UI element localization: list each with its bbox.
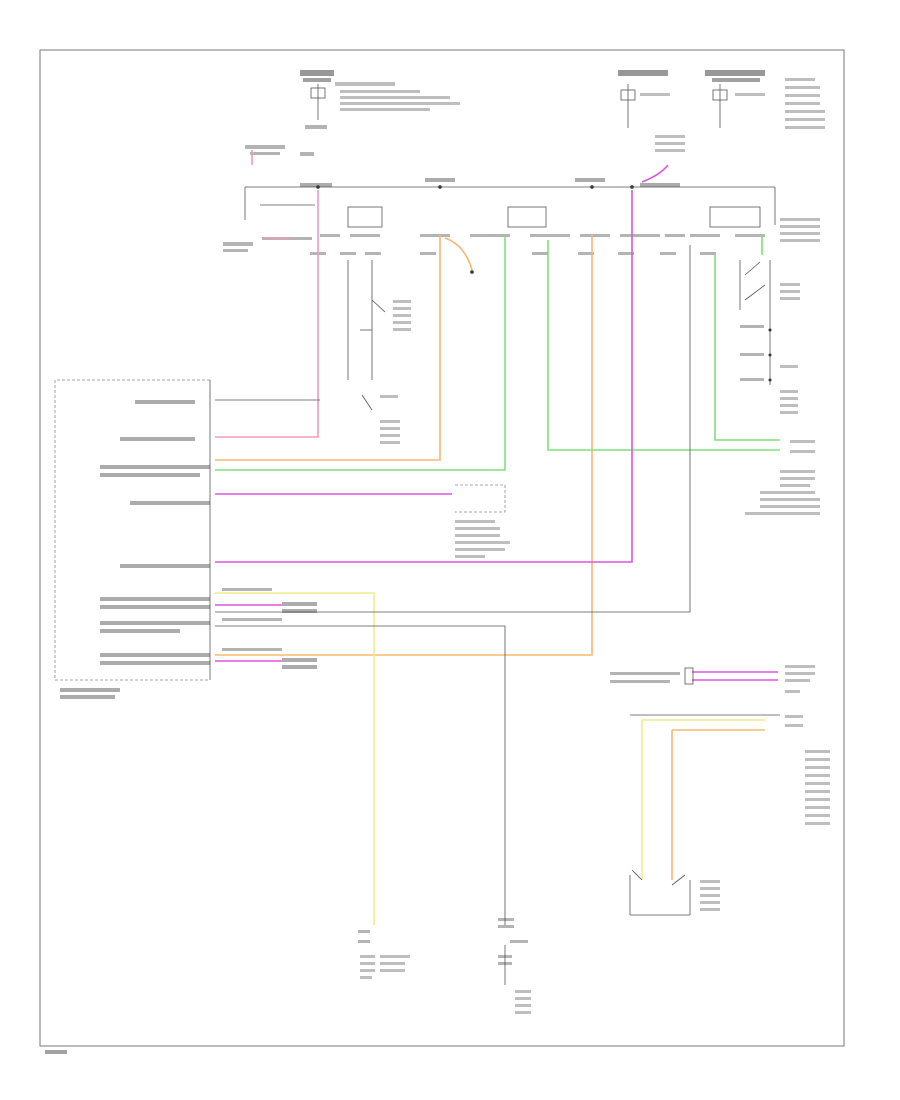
connector-row [223, 204, 765, 255]
wire-pink [215, 190, 319, 438]
diagram-frame [39, 49, 845, 1047]
wire-green-1 [215, 235, 506, 471]
wire-gray [215, 625, 506, 925]
seat-belt-connector [610, 665, 830, 825]
seat-switch-left [347, 260, 411, 444]
footer-mark [45, 1050, 67, 1054]
fuse-block-right [618, 70, 825, 152]
seat-belt-switch-right [629, 869, 720, 916]
fuse-block-left [300, 70, 460, 156]
wire-green-2 [547, 240, 780, 451]
wire-orange-2 [215, 235, 593, 656]
body-control-module [54, 379, 211, 699]
ground-point [498, 918, 531, 1014]
splice-dots [316, 185, 772, 382]
indicator-lamp [358, 930, 410, 979]
wire-orange-1 [215, 235, 441, 461]
right-module-labels [745, 440, 820, 515]
wire-magenta-2 [215, 190, 633, 563]
wire-yellow [215, 592, 375, 925]
lamp-control-module [455, 484, 510, 558]
seat-switch-right [739, 260, 800, 414]
